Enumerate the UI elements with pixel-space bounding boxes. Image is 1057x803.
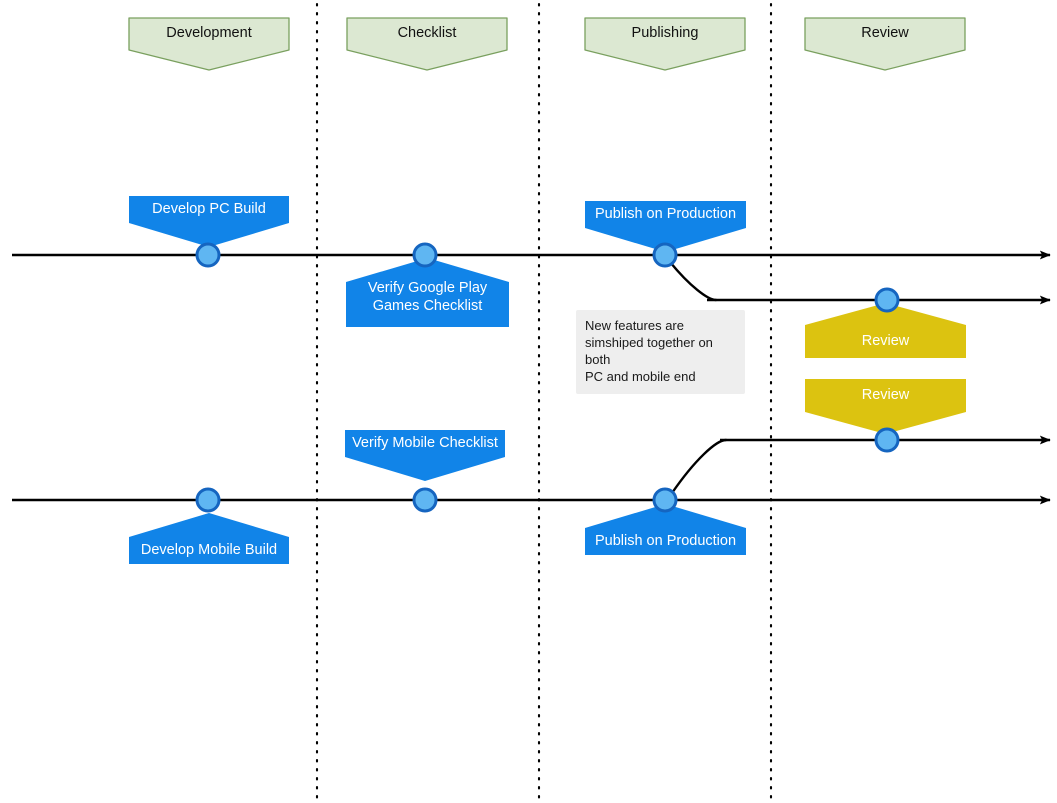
node-publish-pc-production[interactable] [652, 242, 678, 268]
node-develop-mobile-build[interactable] [195, 487, 221, 513]
phase-header-checklist[interactable] [346, 17, 508, 71]
node-pc-review[interactable] [874, 287, 900, 313]
node-verify-mobile-checklist[interactable] [412, 487, 438, 513]
review-banners [805, 303, 966, 434]
node-develop-pc-build[interactable] [195, 242, 221, 268]
milestone-banner-2[interactable] [585, 201, 746, 252]
annotation-note: New features are simshiped together on b… [576, 310, 745, 394]
node-publish-mobile-production[interactable] [652, 487, 678, 513]
phase-header-review[interactable] [804, 17, 966, 71]
phase-header-development[interactable] [128, 17, 290, 71]
node-mobile-review[interactable] [874, 427, 900, 453]
review-banner-1[interactable] [805, 379, 966, 434]
node-verify-gp-checklist[interactable] [412, 242, 438, 268]
review-banner-0[interactable] [805, 303, 966, 358]
milestone-banner-1[interactable] [346, 258, 509, 327]
branch-connectors [668, 260, 728, 495]
milestone-nodes [195, 242, 900, 513]
lane-dividers [315, 2, 773, 801]
phase-headers [128, 17, 966, 71]
milestone-banner-5[interactable] [585, 504, 746, 555]
milestone-banner-0[interactable] [129, 196, 289, 247]
branch-mobile-to-review [670, 438, 728, 495]
branch-pc-to-review [668, 260, 718, 302]
milestone-banner-3[interactable] [345, 430, 505, 481]
milestone-banners [129, 196, 746, 564]
phase-header-publishing[interactable] [584, 17, 746, 71]
milestone-banner-4[interactable] [129, 513, 289, 564]
